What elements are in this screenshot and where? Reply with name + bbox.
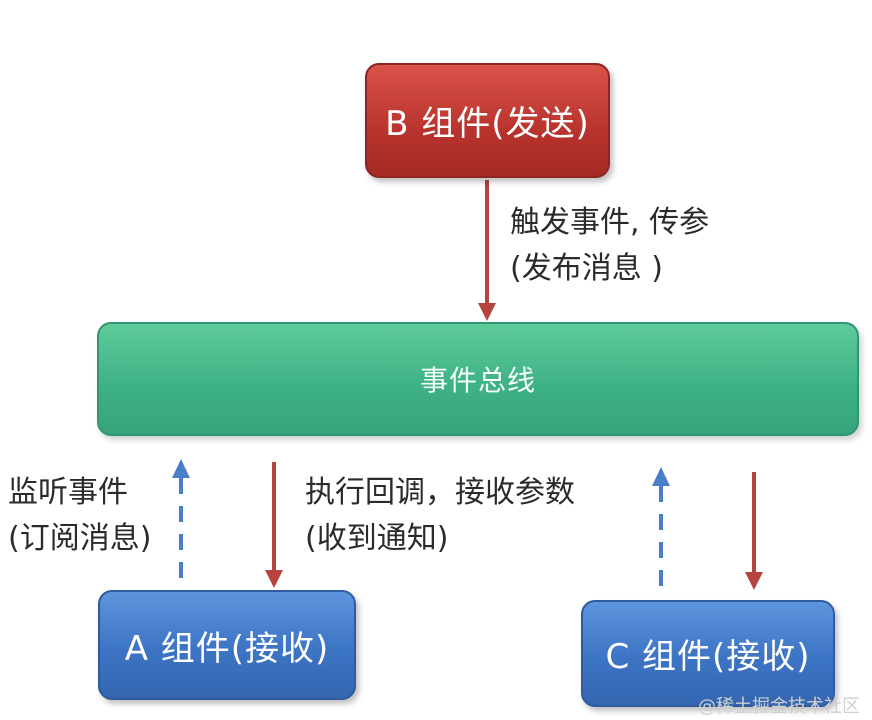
receiver-a-node: A 组件(接收) <box>98 590 356 700</box>
arrow-bus-to-c <box>745 472 763 590</box>
receiver-c-node: C 组件(接收) <box>581 600 835 707</box>
subscribe-annotation: 监听事件 (订阅消息) <box>8 470 151 562</box>
callback-annotation-line-1: 执行回调，接收参数 <box>305 475 575 510</box>
subscribe-annotation-line-1: 监听事件 <box>8 475 128 510</box>
publish-annotation-line-1: 触发事件, 传参 <box>510 205 710 240</box>
sender-component-label: B 组件(发送) <box>385 104 590 144</box>
arrow-c-subscribe <box>652 467 670 586</box>
receiver-c-label: C 组件(接收) <box>605 637 811 677</box>
event-bus-label: 事件总线 <box>419 364 536 397</box>
arrow-bus-to-a <box>265 462 283 588</box>
event-bus-node: 事件总线 <box>97 322 859 436</box>
callback-annotation-line-2: (收到通知) <box>305 521 449 556</box>
callback-annotation: 执行回调，接收参数 (收到通知) <box>305 470 575 562</box>
watermark: @稀土掘金技术社区 <box>698 696 860 717</box>
arrow-a-subscribe <box>172 459 190 578</box>
publish-annotation: 触发事件, 传参 (发布消息 ) <box>510 200 709 292</box>
arrow-sender-to-bus <box>478 180 496 321</box>
subscribe-annotation-line-2: (订阅消息) <box>8 521 152 556</box>
publish-annotation-line-2: (发布消息 ) <box>510 251 663 286</box>
receiver-a-label: A 组件(接收) <box>124 628 330 669</box>
sender-component-node: B 组件(发送) <box>365 63 610 178</box>
